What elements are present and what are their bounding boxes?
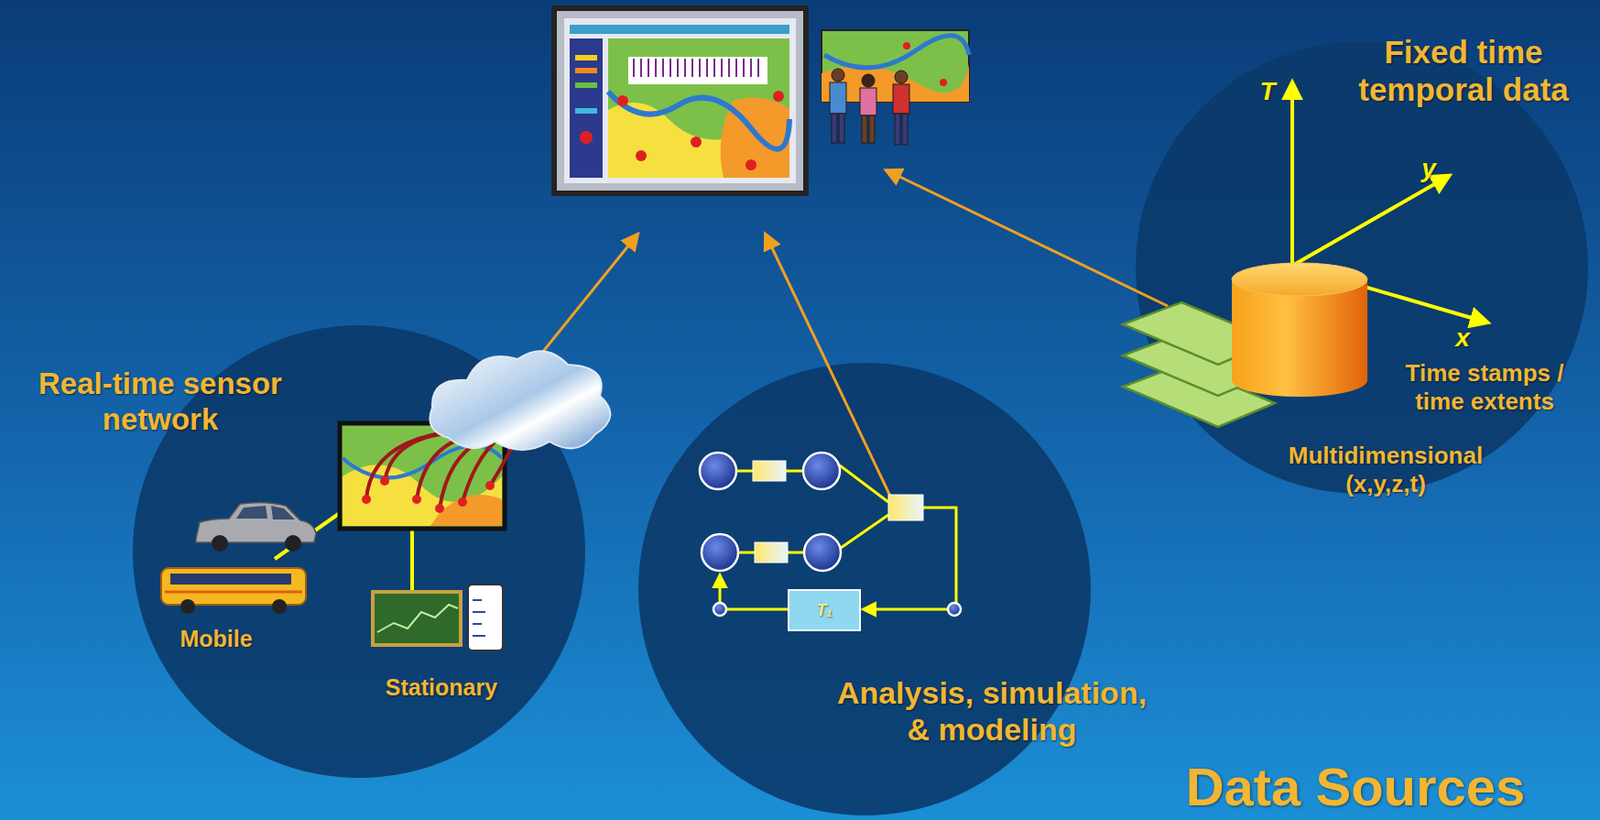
people-at-board — [821, 30, 969, 145]
flow-arrows — [530, 170, 1168, 508]
sensor-network-illustration — [161, 350, 610, 651]
axis-label: x — [1455, 325, 1470, 351]
source-heading: Fixed time temporal data — [1344, 32, 1583, 109]
temporal-data-illustration — [1122, 82, 1488, 427]
circle-outline — [638, 362, 1091, 816]
icon-caption: Multidimensional (x,y,z,t) — [1278, 441, 1494, 498]
axis-label: y — [1421, 155, 1437, 182]
model-flow-illustration — [699, 452, 961, 631]
display-screen — [551, 5, 809, 196]
source-circle: Fixed time temporal dataTime stamps / ti… — [1135, 41, 1589, 494]
circle-outline — [1135, 41, 1589, 494]
timestep-label: T₁ — [816, 601, 832, 619]
source-circle: Analysis, simulation, & modeling — [638, 362, 1091, 816]
icon-caption: Stationary — [363, 674, 520, 702]
icon-caption: Mobile — [152, 625, 281, 654]
diagram-title: Data Sources — [1186, 760, 1526, 814]
axis-label: T — [1259, 78, 1275, 105]
source-heading: Real-time sensor network — [22, 366, 298, 438]
source-heading: Analysis, simulation, & modeling — [829, 674, 1155, 748]
icon-caption: Time stamps / time extents — [1397, 359, 1572, 415]
